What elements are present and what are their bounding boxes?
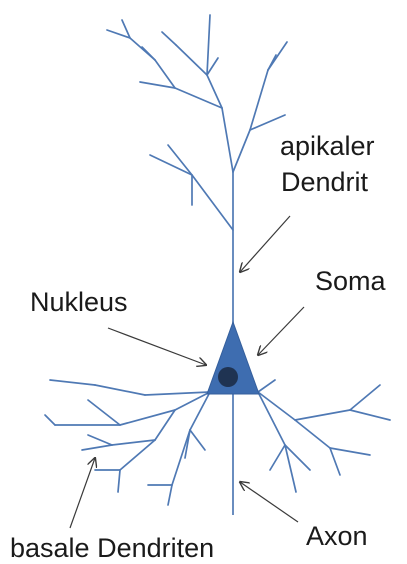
label-apical-line1: apikaler bbox=[280, 130, 375, 162]
label-apical-line2: Dendrit bbox=[281, 166, 368, 198]
label-axon: Axon bbox=[306, 520, 368, 552]
arrow-axon bbox=[240, 482, 298, 522]
arrow-nucleus bbox=[108, 328, 206, 365]
basal-dendrites bbox=[45, 380, 390, 505]
arrow-apical bbox=[240, 216, 290, 272]
arrow-basal bbox=[70, 458, 95, 528]
arrow-soma bbox=[258, 307, 304, 355]
apical-dendrite bbox=[107, 15, 287, 330]
label-basal-dendrites: basale Dendriten bbox=[10, 532, 214, 564]
annotation-arrows bbox=[70, 216, 304, 528]
label-nucleus: Nukleus bbox=[30, 286, 128, 318]
nucleus-circle bbox=[218, 367, 238, 387]
label-soma: Soma bbox=[315, 265, 386, 297]
